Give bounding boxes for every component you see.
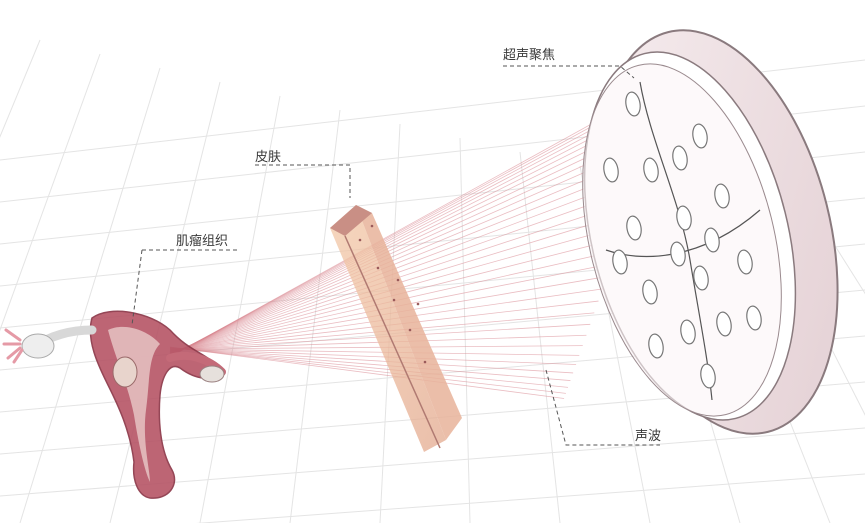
transducer-element xyxy=(704,227,720,253)
beam-line xyxy=(169,347,574,374)
beam-line xyxy=(169,112,666,356)
grid-line xyxy=(0,53,101,332)
grid-line xyxy=(195,473,865,523)
transducer-element xyxy=(692,123,708,149)
grid-line xyxy=(109,81,221,523)
grid-line xyxy=(0,39,41,138)
beam-line xyxy=(169,174,644,354)
transducer-element xyxy=(603,157,619,183)
transducer-element xyxy=(625,91,641,117)
transducer-element xyxy=(672,145,688,171)
beam-line xyxy=(169,163,648,355)
fibroid-label: 肌瘤组织 xyxy=(176,234,229,249)
transducer-element xyxy=(612,249,628,275)
grid-line xyxy=(519,151,561,523)
skin-label: 皮肤 xyxy=(255,150,282,165)
grid-line xyxy=(819,221,865,295)
beam-line xyxy=(169,346,566,394)
transducer-element xyxy=(648,333,664,359)
beam-line xyxy=(169,121,662,356)
beam-line xyxy=(169,104,668,356)
transducer-element xyxy=(700,363,716,389)
skin-layer xyxy=(330,205,462,452)
ultrasound-beams xyxy=(169,75,679,399)
beam-line xyxy=(169,141,655,355)
transducer-element xyxy=(716,311,732,337)
transducer-element xyxy=(670,241,686,267)
grid-line xyxy=(199,95,281,523)
beam-line xyxy=(169,346,565,399)
beam-line xyxy=(169,347,569,388)
beam-line xyxy=(169,347,571,381)
beam-line xyxy=(169,199,635,354)
ultrasound-transducer xyxy=(582,29,839,435)
transducer-element xyxy=(693,265,709,291)
transducer-element xyxy=(680,319,696,345)
beam-line xyxy=(169,345,583,350)
transducer-element xyxy=(643,157,659,183)
fallopian-fimbriae-icon xyxy=(2,328,24,364)
transducer-label: 超声聚焦 xyxy=(503,48,556,63)
transducer-element xyxy=(642,279,658,305)
transducer-element xyxy=(746,305,762,331)
transducer-element xyxy=(626,215,642,241)
transducer-element xyxy=(737,249,753,275)
beam-line xyxy=(169,151,652,355)
uterus-illustration xyxy=(2,310,226,499)
beam-line xyxy=(169,187,639,354)
leader-lines xyxy=(131,65,660,446)
wave-label: 声波 xyxy=(635,429,662,444)
beam-line xyxy=(169,348,580,356)
beam-line xyxy=(169,131,659,355)
transducer-element xyxy=(676,205,692,231)
beam-line xyxy=(169,348,577,365)
grid-line xyxy=(289,109,341,523)
transducer-element xyxy=(714,183,730,209)
